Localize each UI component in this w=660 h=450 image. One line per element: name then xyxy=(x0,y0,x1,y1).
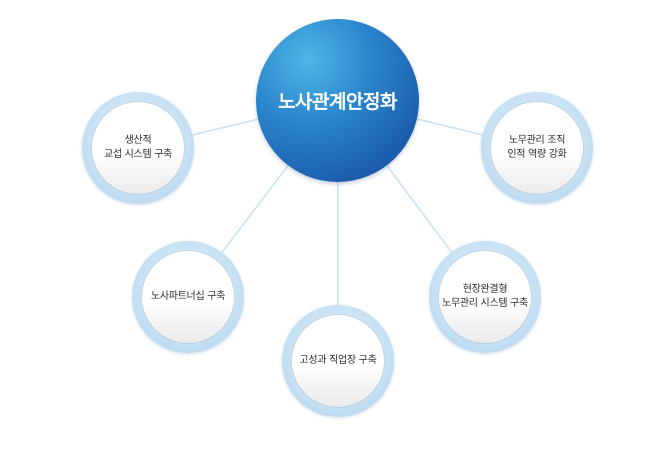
node-label-line: 교섭 시스템 구축 xyxy=(103,149,173,160)
node-label-line: 현장완결형 xyxy=(462,284,508,295)
strategy-node-high-performance: 고성과 직업장 구축 xyxy=(282,305,394,417)
node-label-line: 노사파트너십 구축 xyxy=(150,291,226,302)
node-label-line: 노무관리 시스템 구축 xyxy=(442,298,528,309)
node-face: 현장완결형 노무관리 시스템 구축 xyxy=(438,250,532,344)
node-face: 노무관리 조직 인적 역량 강화 xyxy=(490,101,584,195)
node-face: 노사파트너십 구축 xyxy=(141,250,235,344)
node-label-line: 생산적 xyxy=(124,135,152,146)
strategy-node-partnership: 노사파트너십 구축 xyxy=(132,241,244,353)
strategy-node-field-system: 현장완결형 노무관리 시스템 구축 xyxy=(429,241,541,353)
central-goal-label: 노사관계안정화 xyxy=(278,91,397,113)
node-face: 생산적 교섭 시스템 구축 xyxy=(91,101,185,195)
node-label-line: 인적 역량 강화 xyxy=(507,149,567,160)
central-goal-circle: 노사관계안정화 xyxy=(256,19,419,182)
node-face: 고성과 직업장 구축 xyxy=(291,314,385,408)
strategy-node-bargaining: 생산적 교섭 시스템 구축 xyxy=(82,92,194,204)
node-label-line: 고성과 직업장 구축 xyxy=(299,355,377,366)
strategy-node-hr-capability: 노무관리 조직 인적 역량 강화 xyxy=(481,92,593,204)
node-label-line: 노무관리 조직 xyxy=(508,135,566,146)
